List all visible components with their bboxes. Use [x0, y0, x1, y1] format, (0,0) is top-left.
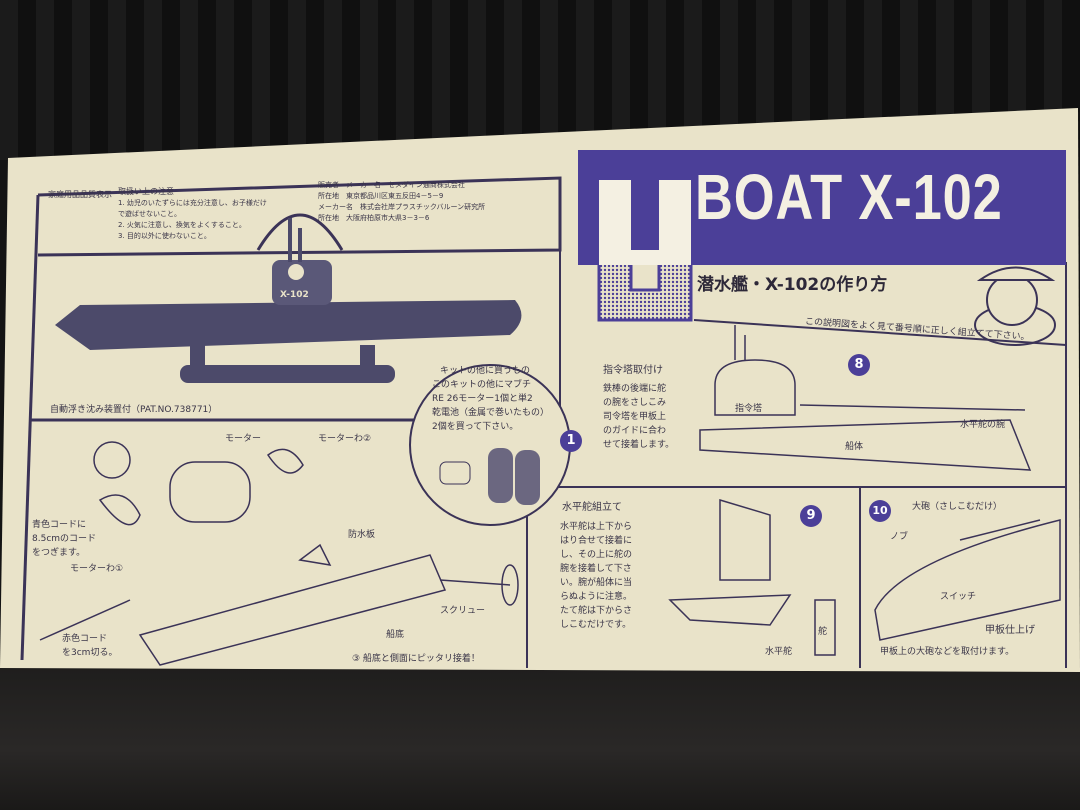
page-subtitle: 潜水艦・X-102の作り方	[697, 275, 888, 295]
caution-list: 1. 幼児のいたずらには充分注意し、お子様だけで遊ばせないこと。 2. 火気に注…	[118, 198, 268, 242]
step9-title: 水平舵組立て	[562, 502, 622, 513]
step9-text: 水平舵は上下から はり合せて接着に し、その上に舵の 腕を接着して下さ い。腕が…	[560, 522, 633, 630]
label-screw: スクリュー	[440, 606, 486, 616]
label-tower: 指令塔	[735, 404, 763, 414]
label-hull: 船体	[845, 442, 864, 452]
assembly-diagrams	[668, 325, 1061, 656]
step3-text: ③ 船底と側面にピッタリ接着！	[352, 654, 480, 664]
hull-marking: X-102	[280, 290, 309, 300]
label-cannon: 大砲（さしこむだけ）	[912, 502, 1003, 512]
label-cord-note: 青色コードに 8.5cmのコード をつぎます。	[32, 520, 97, 558]
step10-title: 甲板仕上げ	[985, 625, 1035, 636]
table-surface	[0, 660, 1080, 810]
page-title: BOAT X-102	[695, 161, 1003, 233]
mascot-sailor	[974, 266, 1056, 346]
maker-row: 所在地 東京都品川区東五反田4－5－9	[318, 192, 444, 200]
step8-title: 指令塔取付け	[603, 365, 663, 376]
patent-caption: 自動浮き沈み装置付（PAT.NO.738771）	[50, 405, 218, 415]
step1-text: このキットの他にマブチ RE 26モーター1個と単2 乾電池（金属で巻いたもの）…	[432, 380, 550, 432]
step-number-8: 8	[848, 354, 870, 376]
maker-row: 所在地 大阪府柏原市大県3－3－6	[318, 214, 430, 222]
label-red-cord: 赤色コード を3cm切る。	[62, 634, 118, 658]
maker-row: メーカー名 株式会社岸プラスチックバルーン研究所	[318, 203, 486, 211]
step1-title: キットの他に買うもの	[440, 366, 531, 376]
step8-text: 鉄棒の後端に舵 の腕をさしこみ 司令塔を甲板上 のガイドに合わ せて接着します。	[603, 384, 675, 450]
label-hydroplane: 水平舵	[765, 647, 793, 657]
label-bulkhead: 防水板	[348, 530, 376, 540]
label-motor-cover-2: モーターわ②	[318, 434, 372, 444]
maker-info: 販売者 メーカー名 セメダイン通商株式会社 所在地 東京都品川区東五反田4－5－…	[318, 180, 485, 224]
label-motor: モーター	[225, 434, 262, 444]
label-hull-bottom: 船底	[386, 630, 405, 640]
label-rudder-arm: 水平舵の腕	[960, 420, 1006, 430]
label-knob: ノブ	[890, 532, 909, 542]
caution-item: 3. 目的以外に使わないこと。	[118, 232, 211, 240]
step-number-9: 9	[800, 505, 822, 527]
caution-title: 取扱い上の注意	[118, 187, 174, 196]
motor-diagram	[39, 441, 519, 666]
step-number-10: 10	[869, 500, 891, 522]
caution-item: 2. 火気に注意し、換気をよくすること。	[118, 221, 246, 229]
maker-row: 販売者 メーカー名 セメダイン通商株式会社	[318, 181, 465, 189]
submarine-photo	[55, 218, 522, 383]
step-number-1: 1	[560, 430, 582, 452]
caution-item: 1. 幼児のいたずらには充分注意し、お子様だけで遊ばせないこと。	[118, 199, 267, 218]
quality-label: 家庭用品品質表示	[48, 190, 112, 199]
label-motor-cover-1: モーターわ①	[70, 564, 124, 574]
label-rudder: 舵	[818, 627, 828, 637]
step10-text: 甲板上の大砲などを取付けます。	[880, 647, 1015, 657]
label-switch: スイッチ	[940, 592, 977, 602]
u-letter: U	[595, 178, 695, 330]
